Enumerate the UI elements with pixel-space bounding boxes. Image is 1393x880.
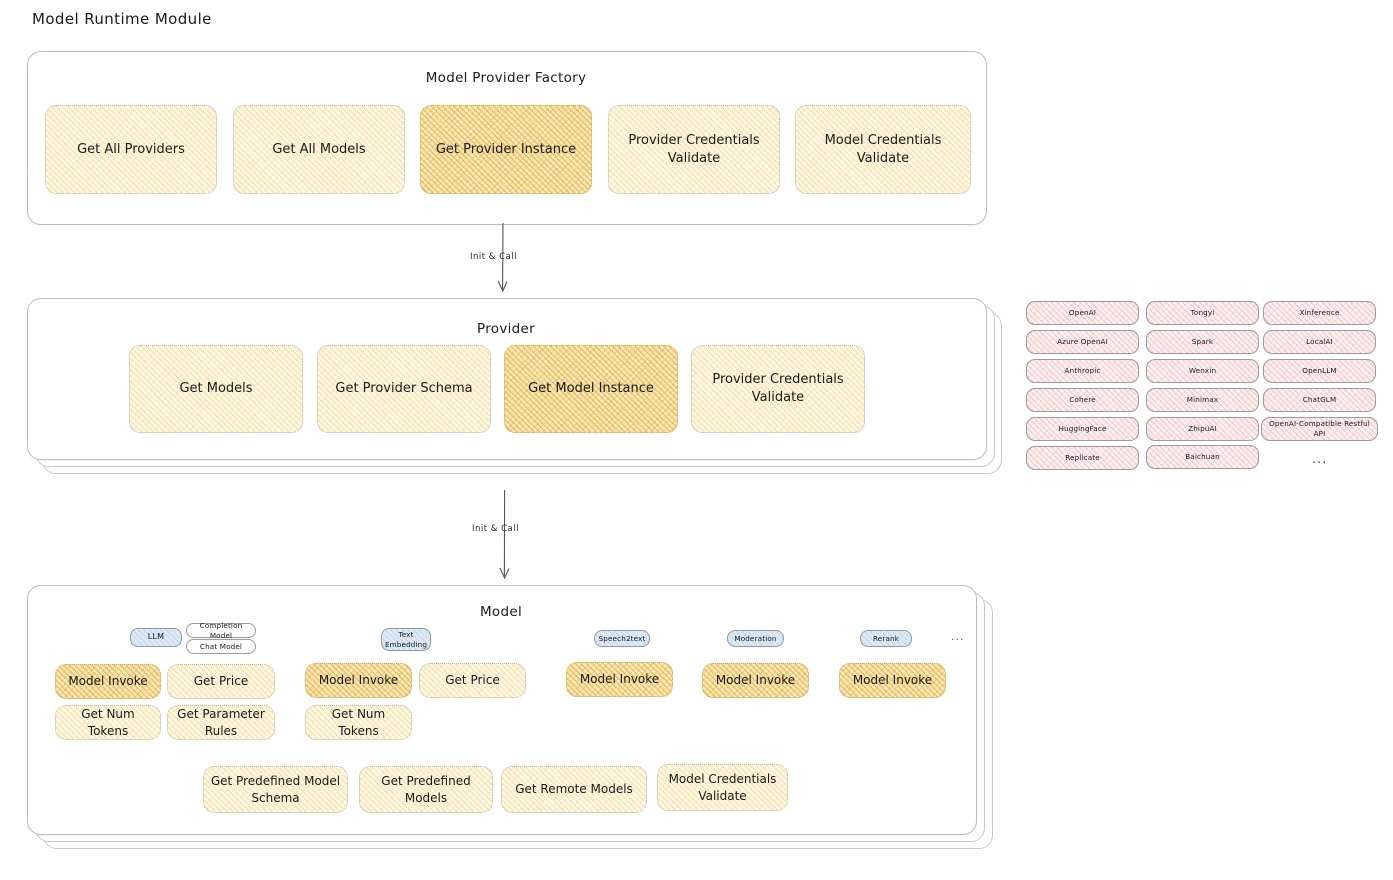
text-embedding-node-get-price[interactable]: Get Price	[419, 663, 526, 698]
model-node-get-predefined-models[interactable]: Get Predefined Models	[359, 766, 493, 813]
provider-list-more-ellipsis: ...	[1312, 452, 1328, 467]
factory-node-get-all-models[interactable]: Get All Models	[233, 105, 405, 194]
provider-chip-chatglm[interactable]: ChatGLM	[1263, 388, 1376, 412]
model-node-model-credentials-validate[interactable]: Model Credentials Validate	[657, 764, 788, 811]
llm-node-get-price[interactable]: Get Price	[167, 664, 275, 699]
text-embedding-node-model-invoke[interactable]: Model Invoke	[305, 663, 412, 698]
model-subbadge-chat-model[interactable]: Chat Model	[186, 639, 256, 654]
provider-chip-tongyi[interactable]: Tongyi	[1146, 301, 1259, 325]
text-embedding-node-get-num-tokens[interactable]: Get Num Tokens	[305, 705, 412, 740]
provider-chip-baichuan[interactable]: Baichuan	[1146, 445, 1259, 469]
provider-chip-cohere[interactable]: Cohere	[1026, 388, 1139, 412]
provider-title: Provider	[477, 321, 535, 337]
arrow-provider-to-model-label: Init & Call	[472, 524, 519, 534]
llm-node-model-invoke[interactable]: Model Invoke	[55, 664, 161, 699]
model-type-badge-moderation[interactable]: Moderation	[727, 630, 784, 647]
model-type-badge-llm[interactable]: LLM	[130, 628, 182, 647]
model-node-get-predefined-model-schema[interactable]: Get Predefined Model Schema	[203, 766, 348, 813]
model-types-more-ellipsis: ...	[951, 630, 965, 643]
provider-chip-xinference[interactable]: Xinference	[1263, 301, 1376, 325]
page-title: Model Runtime Module	[32, 10, 212, 28]
speech2text-node-model-invoke[interactable]: Model Invoke	[566, 662, 673, 697]
model-type-badge-text-embedding[interactable]: Text Embedding	[381, 628, 431, 651]
provider-chip-openai[interactable]: OpenAI	[1026, 301, 1139, 325]
rerank-node-model-invoke[interactable]: Model Invoke	[839, 663, 946, 698]
factory-node-get-provider-instance[interactable]: Get Provider Instance	[420, 105, 592, 194]
provider-chip-zhipuai[interactable]: ZhipuAI	[1146, 417, 1259, 441]
provider-chip-huggingface[interactable]: HuggingFace	[1026, 417, 1139, 441]
provider-chip-anthropic[interactable]: Anthropic	[1026, 359, 1139, 383]
moderation-node-model-invoke[interactable]: Model Invoke	[702, 663, 809, 698]
provider-chip-localai[interactable]: LocalAI	[1263, 330, 1376, 354]
provider-node-get-models[interactable]: Get Models	[129, 345, 303, 433]
arrow-provider-to-model	[482, 489, 528, 584]
factory-node-get-all-providers[interactable]: Get All Providers	[45, 105, 217, 194]
model-title: Model	[479, 604, 523, 620]
provider-chip-openllm[interactable]: OpenLLM	[1263, 359, 1376, 383]
provider-chip-wenxin[interactable]: Wenxin	[1146, 359, 1259, 383]
provider-node-get-provider-schema[interactable]: Get Provider Schema	[317, 345, 491, 433]
factory-node-provider-credentials-validate[interactable]: Provider Credentials Validate	[608, 105, 780, 194]
provider-chip-azure-openai[interactable]: Azure OpenAI	[1026, 330, 1139, 354]
model-node-get-remote-models[interactable]: Get Remote Models	[501, 766, 647, 813]
arrow-factory-to-provider-label: Init & Call	[470, 252, 517, 262]
llm-node-get-parameter-rules[interactable]: Get Parameter Rules	[167, 705, 275, 740]
llm-node-get-num-tokens[interactable]: Get Num Tokens	[55, 705, 161, 740]
provider-chip-spark[interactable]: Spark	[1146, 330, 1259, 354]
provider-chip-minimax[interactable]: Minimax	[1146, 388, 1259, 412]
provider-node-get-model-instance[interactable]: Get Model Instance	[504, 345, 678, 433]
provider-chip-replicate[interactable]: Replicate	[1026, 446, 1139, 470]
model-subbadge-completion-model[interactable]: Completion Model	[186, 621, 256, 640]
model-type-badge-speech2text[interactable]: Speech2text	[594, 630, 650, 647]
provider-node-provider-credentials-validate[interactable]: Provider Credentials Validate	[691, 345, 865, 433]
provider-chip-openai-compatible-restful-api[interactable]: OpenAI-Compatible Restful API	[1261, 417, 1378, 441]
model-provider-factory-title: Model Provider Factory	[425, 70, 587, 86]
arrow-factory-to-provider	[480, 222, 526, 297]
factory-node-model-credentials-validate[interactable]: Model Credentials Validate	[795, 105, 971, 194]
model-type-badge-rerank[interactable]: Rerank	[860, 630, 912, 647]
